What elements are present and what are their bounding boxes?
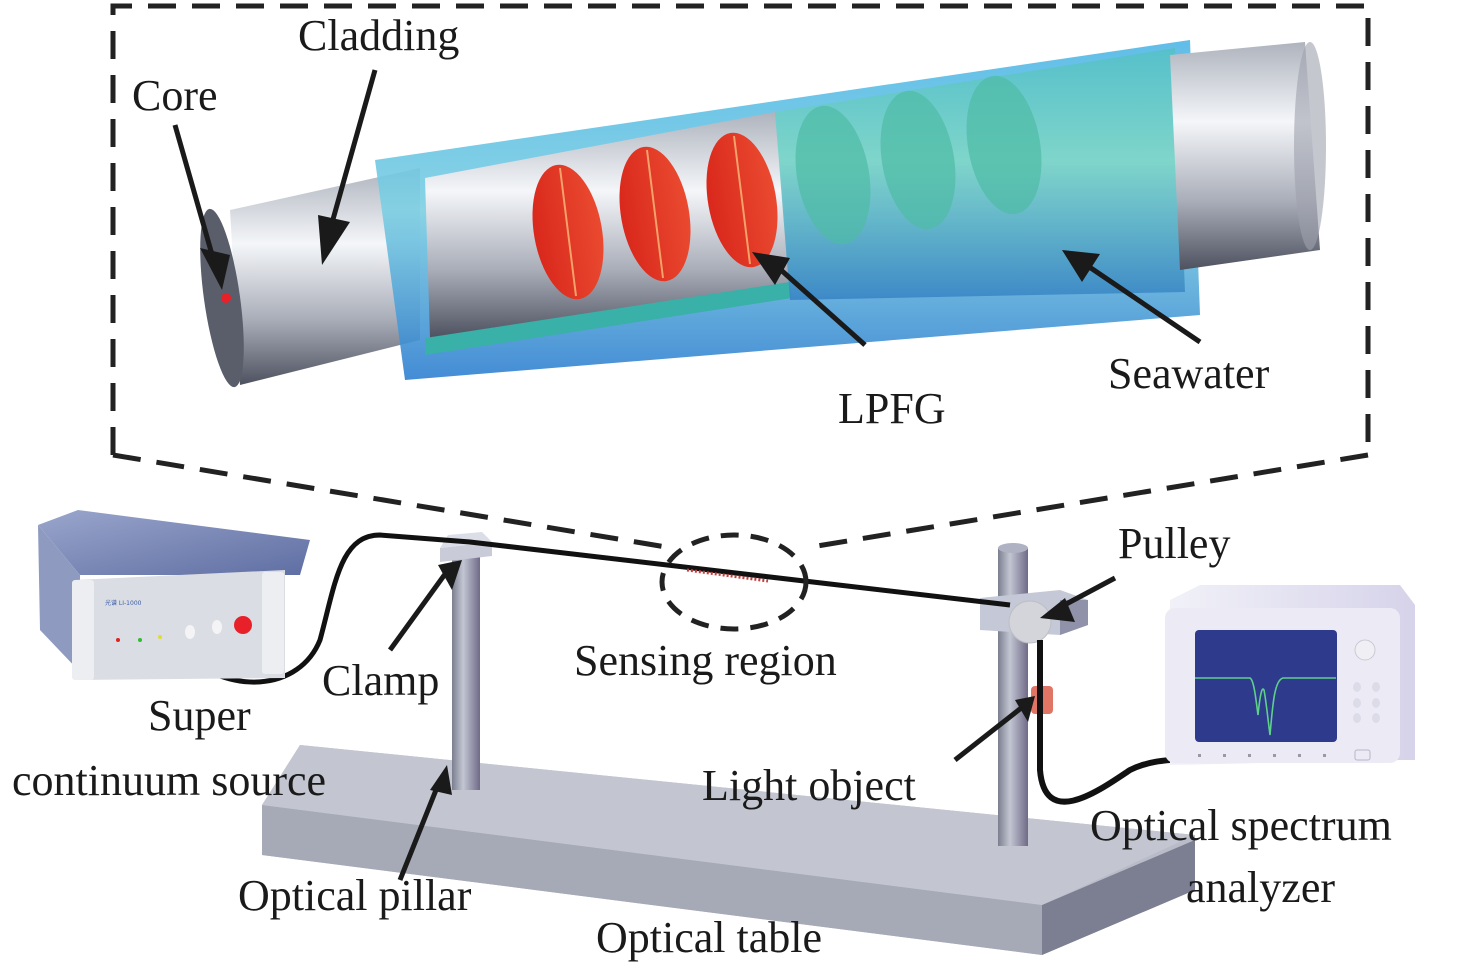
lpfg-gratings-submerged: [795, 75, 1042, 245]
inset-frame: [110, 3, 1371, 551]
source-brand-text: 光谱 LI-1000: [105, 599, 142, 607]
light-object-arrow: [953, 703, 1027, 762]
seawater-arrow: [1080, 259, 1202, 345]
core-arrow: [172, 124, 218, 266]
osa-screen: [1195, 630, 1337, 742]
label-clamp: Clamp: [322, 656, 439, 705]
pulley-wheel: [1008, 600, 1052, 644]
core-dot: [221, 293, 231, 303]
optical-pillar-arrow: [397, 779, 443, 881]
optical-table: [262, 745, 1195, 955]
label-osa-line1: Optical spectrum: [1090, 801, 1392, 850]
optical-pillar-left: [440, 532, 492, 790]
labels: Cladding Core LPFG Seawater Pulley Clamp…: [12, 11, 1392, 962]
label-osa-line2: analyzer: [1186, 863, 1335, 912]
label-seawater: Seawater: [1108, 349, 1270, 398]
cladding-arrow: [327, 69, 378, 231]
grating-segment: [686, 568, 769, 583]
label-optical-pillar: Optical pillar: [238, 871, 472, 920]
label-optical-table: Optical table: [596, 913, 822, 962]
optical-spectrum-analyzer-device: [1165, 585, 1415, 765]
emergency-stop-button: [234, 616, 252, 634]
sensing-region-outline: [659, 532, 809, 632]
cladding-left: [230, 168, 420, 385]
label-sensing-region: Sensing region: [574, 636, 837, 685]
osa-spectrum-trace: [1195, 677, 1336, 736]
inset-arrows: [172, 69, 1202, 347]
label-light-object: Light object: [702, 761, 916, 810]
cladding-right: [1170, 42, 1320, 270]
lpfg-arrow: [770, 260, 867, 347]
label-cladding: Cladding: [298, 11, 459, 60]
supercontinuum-source-device: 光谱 LI-1000: [38, 510, 310, 680]
fiber-cross-section-illustration: [200, 40, 1326, 388]
label-lpfg: LPFG: [838, 384, 946, 433]
label-source-line2: continuum source: [12, 756, 326, 805]
jacket-bottom-lip: [425, 282, 792, 355]
lpfg-gratings: [532, 132, 778, 300]
label-core: Core: [132, 71, 218, 120]
clamp-arrow: [387, 568, 451, 652]
label-pulley: Pulley: [1118, 519, 1230, 568]
label-source-line1: Super: [148, 691, 251, 740]
setup-arrows: [387, 560, 1117, 881]
cladding-exposed: [425, 112, 790, 338]
